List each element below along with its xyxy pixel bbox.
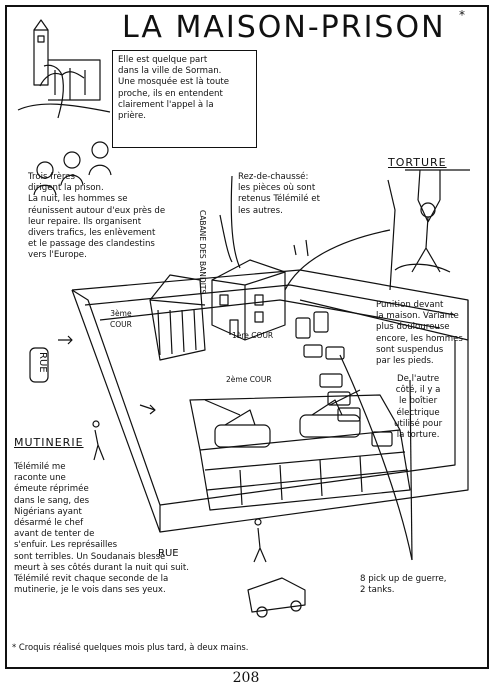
intro-text: Elle est quelque part dans la ville de S… (118, 55, 230, 122)
third-yard-label: 3ème COUR (110, 309, 132, 330)
torture-heading: TORTURE (388, 156, 447, 169)
compound-walls (71, 269, 469, 533)
brothers-text: Trois frères dirigent la prison. La nuit… (28, 172, 166, 261)
pickup-bottom (247, 577, 306, 618)
mutiny-text: Télémilé me raconte une émeute réprimée … (14, 462, 190, 596)
first-yard-label: 1ère COUR (232, 331, 274, 340)
comic-panel (5, 5, 489, 669)
vehicles-text: 8 pick up de guerre, 2 tanks. (360, 574, 447, 596)
street-label-bottom: RUE (158, 548, 179, 559)
page-title: LA MAISON-PRISON (122, 10, 446, 45)
intro-box (112, 50, 257, 148)
pickups-drawing (295, 311, 393, 447)
ground-floor-text: Rez-de-chaussé: les pièces où sont reten… (238, 172, 320, 216)
street-car (29, 347, 49, 383)
bandits-hut-drawing (149, 274, 206, 361)
mosque-drawing (17, 19, 111, 119)
title-footnote-mark: * (459, 8, 465, 22)
tanks-drawing (204, 389, 361, 448)
street-label-left: RUE (37, 352, 48, 373)
brothers-drawing (33, 141, 112, 196)
torture-figure (387, 169, 470, 291)
torture-text: Punition devant la maison. Variante plus… (376, 300, 463, 367)
bandits-hut-label: CABANE DES BANDITS (198, 210, 207, 295)
inner-building (189, 394, 411, 511)
mutiny-heading: MUTINERIE (14, 436, 84, 449)
page-number: 208 (232, 670, 260, 686)
second-yard-label: 2ème COUR (226, 375, 272, 384)
footnote: * Croquis réalisé quelques mois plus tar… (12, 642, 249, 652)
house-drawing (211, 259, 286, 341)
torture-box-text: De l'autre côté, il y a le boîtier élect… (394, 374, 443, 441)
